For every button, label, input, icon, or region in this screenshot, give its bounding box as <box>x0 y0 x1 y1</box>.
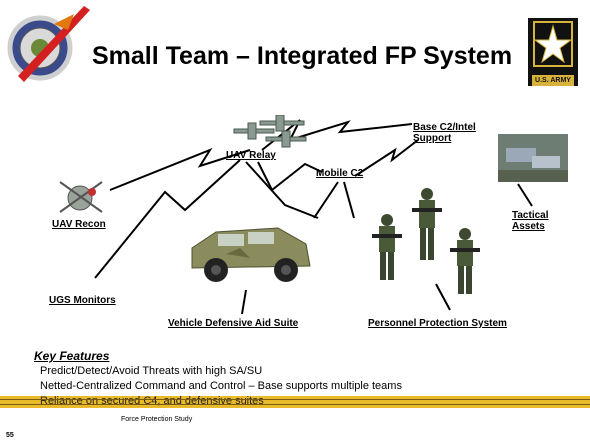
soldier-icon <box>450 228 480 294</box>
label-mobile-c2: Mobile C2 <box>316 168 364 179</box>
link-mobile-personnel <box>343 181 355 219</box>
label-personnel: Personnel Protection System <box>368 318 507 329</box>
soldier-icon <box>372 214 402 280</box>
link-mobile-vehicle <box>313 181 339 219</box>
label-tactical-line2: Assets <box>512 221 545 232</box>
page-number: 55 <box>6 432 14 439</box>
page-title: Small Team – Integrated FP System <box>92 42 513 70</box>
tactical-base-photo <box>498 134 568 182</box>
label-base-c2: Base C2/Intel <box>413 122 476 133</box>
label-ugs-monitors: UGS Monitors <box>49 295 116 306</box>
feature-item: Predict/Detect/Avoid Threats with high S… <box>40 365 263 377</box>
feature-item: Reliance on secured C4, and defensive su… <box>40 395 264 407</box>
us-army-star-logo: U.S. ARMY <box>528 18 578 86</box>
star-icon <box>533 21 573 67</box>
features-heading: Key Features <box>34 349 110 363</box>
uav-recon-icon <box>59 181 103 213</box>
link-ugs-relay <box>94 159 241 279</box>
link-mobile-base <box>354 139 419 177</box>
divider-line <box>0 404 590 405</box>
shield-seal-icon <box>7 6 90 82</box>
link-vehicle-pointer <box>241 289 247 315</box>
label-tactical: Tactical <box>512 210 549 221</box>
uav-relay-aircraft-icon <box>233 115 307 148</box>
feature-item: Netted-Centralized Command and Control –… <box>40 380 402 392</box>
label-uav-recon: UAV Recon <box>52 219 106 230</box>
label-uav-relay: UAV Relay <box>226 150 276 161</box>
divider-line <box>0 399 590 400</box>
army-caption: U.S. ARMY <box>532 75 574 86</box>
link-tactical-pointer <box>517 183 533 207</box>
soldier-icon <box>412 188 442 260</box>
link-relay-vehicle <box>245 161 319 219</box>
link-relay-mobile <box>257 161 323 192</box>
link-recon-relay <box>109 147 251 191</box>
footer-source: Force Protection Study <box>121 416 193 423</box>
link-personnel-pointer <box>435 283 451 311</box>
humvee-vehicle-icon <box>191 227 311 282</box>
label-vehicle: Vehicle Defensive Aid Suite <box>168 318 299 329</box>
label-base-c2-line2: Support <box>413 133 452 144</box>
